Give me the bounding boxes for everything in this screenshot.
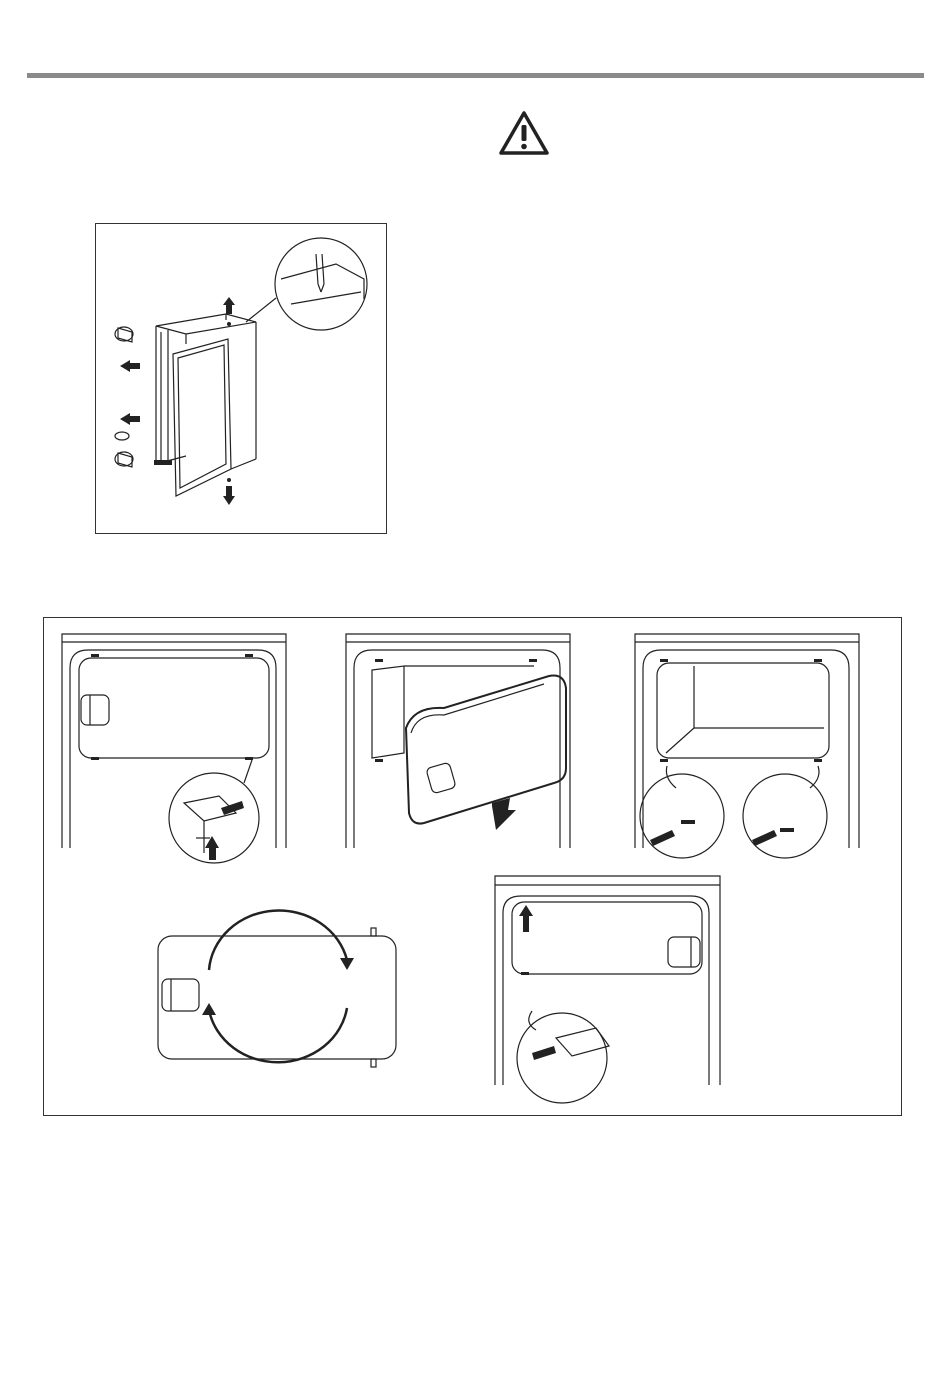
header-rule	[27, 73, 924, 78]
figure-fridge-hinges	[95, 223, 387, 534]
swap-pins-illustration	[635, 634, 859, 858]
warning-triangle-icon	[498, 110, 550, 156]
unscrew-lower-hinge-illustration	[62, 634, 286, 863]
fridge-hinge-removal-illustration	[96, 224, 386, 533]
remove-freezer-door-illustration	[346, 634, 570, 848]
rotate-door-illustration	[158, 911, 396, 1067]
figure-freezer-door-reversal	[43, 617, 902, 1116]
